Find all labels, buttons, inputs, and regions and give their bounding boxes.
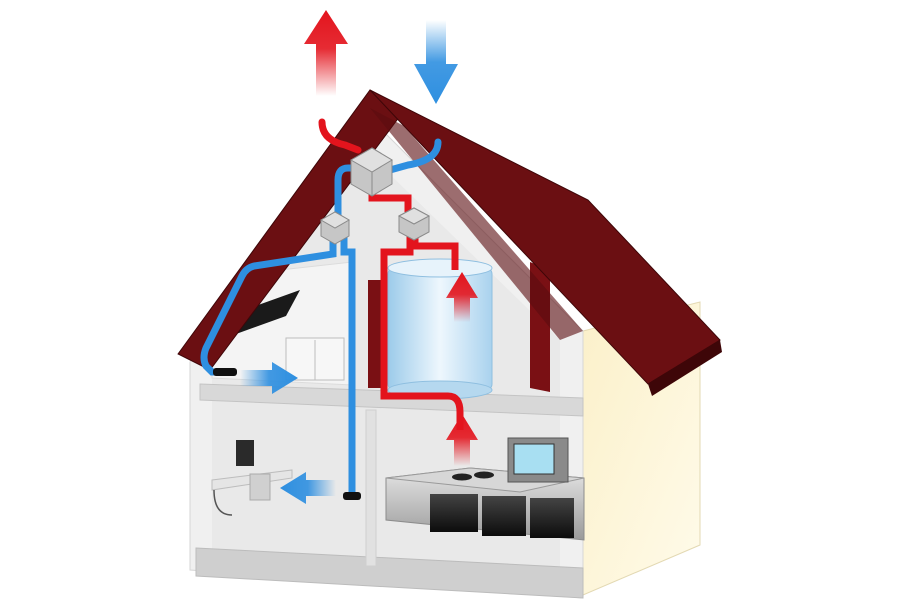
heat-recovery-unit (349, 147, 393, 197)
distribution-box-right (397, 207, 431, 241)
office-supply-outlet (343, 492, 361, 500)
monitor (236, 440, 254, 466)
ground-floor-slab (195, 547, 584, 599)
cabinet-door-1 (430, 494, 478, 532)
upper-partition-left (368, 280, 382, 388)
fresh-air-arrow-icon (414, 20, 458, 104)
distribution-box-left (319, 211, 351, 245)
shower-cabinet (387, 258, 493, 400)
office-desk (211, 440, 293, 516)
attic-supply-arrow-icon (240, 362, 298, 394)
exhaust-arrow-icon (304, 10, 348, 96)
roof-eave (648, 340, 722, 396)
bath-extract-arrow-icon (446, 272, 478, 322)
cabinet-door-3 (530, 498, 574, 538)
kitchen-extract-arrow-icon (446, 414, 478, 466)
office-supply-arrow-icon (280, 472, 336, 504)
ground-partition (365, 409, 377, 567)
cabinet-door-2 (482, 496, 526, 536)
roof-window (236, 290, 300, 334)
desk-drawer (249, 473, 271, 501)
kitchen-counter (385, 437, 585, 541)
attic-supply-outlet (213, 368, 237, 376)
cool-supply-duct (200, 138, 442, 496)
cooktop (452, 473, 472, 481)
